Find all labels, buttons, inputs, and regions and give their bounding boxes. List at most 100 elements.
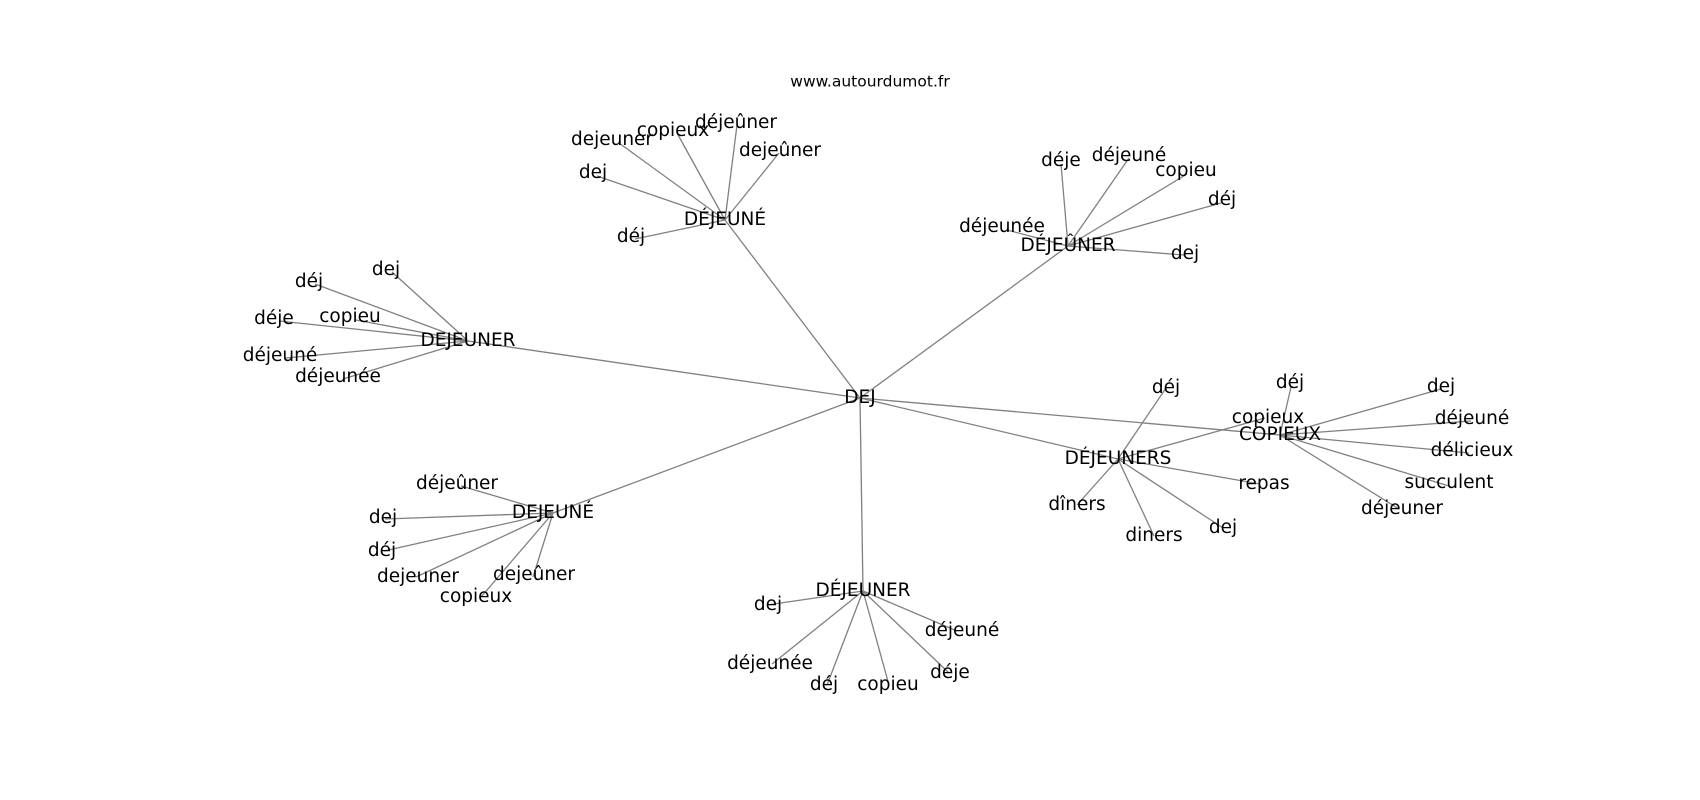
labels-layer: dejeunercopieuxdéjeûnerdejeûnerdejdéjdéj… (243, 112, 1514, 695)
hub-node-copieux-3[interactable]: COPIEUX (1239, 424, 1321, 445)
edge-dejeune-0-to-dej (634, 219, 726, 240)
leaf-node-dejeuner-1-dejeunee[interactable]: déjeunée (959, 216, 1045, 237)
edge-center-to-dejeuner-2 (467, 340, 861, 399)
leaf-node-dejeuner-1-deje[interactable]: déje (1041, 150, 1081, 171)
hub-node-dejeuners-4[interactable]: DÉJEUNERS (1065, 447, 1172, 469)
edge-dejeuner-2-to-dejeune (285, 340, 469, 359)
leaf-node-dejeuner-2-deje[interactable]: déje (254, 308, 294, 329)
leaf-node-dejeuner-6-dejeunee[interactable]: déjeunée (727, 653, 813, 674)
edge-center-to-dejeuner-1 (859, 245, 1069, 399)
edge-copieux-3-to-dejeuner (1279, 434, 1400, 510)
edge-center-to-dejeuners-4 (859, 397, 1119, 460)
leaf-node-dejeuner-2-dej[interactable]: déj (295, 271, 323, 292)
edge-dejeuner-2-to-copieu (355, 319, 469, 342)
edge-dejeuner-6-to-dej (766, 590, 864, 606)
leaf-node-dejeuners-4-dej[interactable]: dej (1209, 517, 1237, 538)
leaf-node-copieux-3-dejeuner[interactable]: déjeuner (1361, 498, 1443, 519)
leaf-node-dejeuner-2-dejeunee[interactable]: déjeunée (295, 366, 381, 387)
leaf-node-dejeuner-6-dej[interactable]: dej (754, 594, 782, 615)
hub-node-dejeuner-2[interactable]: DEJEUNER (420, 330, 515, 351)
leaf-node-dejeune-5-dejeuner[interactable]: déjeûner (416, 473, 498, 494)
leaf-node-dejeuner-6-copieu[interactable]: copieu (857, 674, 918, 695)
edge-center-to-dejeuner-6 (859, 397, 864, 592)
leaf-node-dejeuners-4-diners[interactable]: diners (1125, 525, 1182, 546)
leaf-node-copieux-3-succulent[interactable]: succulent (1405, 472, 1494, 493)
edge-dejeune-0-to-dej (596, 175, 726, 221)
edge-copieux-3-to-dej (1279, 388, 1442, 436)
leaf-node-copieux-3-dej[interactable]: déj (1276, 372, 1304, 393)
leaf-node-dejeuners-4-repas[interactable]: repas (1238, 473, 1289, 494)
edge-copieux-3-to-succulent (1279, 434, 1450, 487)
edge-dejeune-5-to-copieux (480, 512, 554, 598)
edge-dejeuner-1-to-dej (1067, 202, 1222, 247)
edge-dejeuner-2-to-dej (314, 283, 469, 342)
leaf-node-copieux-3-delicieux[interactable]: délicieux (1431, 440, 1514, 461)
leaf-node-copieux-3-dejeune[interactable]: déjeuné (1435, 408, 1509, 429)
edge-dejeuner-6-to-dejeunee (771, 590, 864, 665)
leaf-node-dejeune-5-dej[interactable]: déj (368, 540, 396, 561)
edge-dejeuner-2-to-deje (278, 320, 469, 342)
edge-dejeune-5-to-dejeuner (460, 485, 554, 514)
edge-center-to-copieux-3 (859, 397, 1281, 436)
leaf-node-dejeuner-6-dej[interactable]: déj (810, 674, 838, 695)
leaf-node-dejeuner-1-dejeune[interactable]: déjeuné (1092, 145, 1166, 166)
leaf-node-dejeune-5-copieux[interactable]: copieux (440, 586, 512, 607)
edge-dejeuners-4-to-repas (1117, 458, 1261, 485)
edge-copieux-3-to-dejeune (1279, 420, 1472, 436)
leaf-node-copieux-3-dej[interactable]: dej (1427, 376, 1455, 397)
edge-dejeuners-4-to-diners (1076, 458, 1119, 506)
leaf-node-dejeune-0-dej[interactable]: dej (579, 162, 607, 183)
edge-dejeuner-1-to-dejeunee (1006, 229, 1069, 247)
edge-dejeuners-4-to-diners (1117, 458, 1155, 537)
edge-dejeuner-6-to-dejeune (862, 590, 958, 632)
edge-dejeuner-6-to-dej (826, 590, 864, 686)
leaf-node-dejeune-0-dejeuner[interactable]: dejeuner (571, 129, 653, 150)
leaf-node-dejeuner-2-dej[interactable]: dej (372, 259, 400, 280)
edge-dejeune-0-to-dejeuner (724, 124, 738, 221)
site-title: www.autourdumot.fr (790, 73, 950, 91)
leaf-node-dejeuner-6-dejeune[interactable]: déjeuné (925, 620, 999, 641)
hub-node-dejeune-0[interactable]: DÉJEUNÉ (684, 208, 766, 230)
leaf-node-dejeuner-1-copieu[interactable]: copieu (1155, 160, 1216, 181)
leaf-node-dejeuner-1-dej[interactable]: dej (1171, 243, 1199, 264)
leaf-node-dejeune-0-copieux[interactable]: copieux (637, 120, 709, 141)
leaf-node-dejeuner-6-deje[interactable]: déje (930, 662, 970, 683)
leaf-node-dejeuners-4-dej[interactable]: déj (1152, 377, 1180, 398)
edge-dejeuner-2-to-dej (391, 271, 469, 342)
leaf-node-dejeune-0-dejeuner[interactable]: dejeûner (739, 140, 821, 161)
edge-center-to-dejeune-0 (724, 219, 861, 399)
edge-dejeuner-6-to-copieu (862, 590, 890, 686)
leaf-node-dejeune-5-dejeuner[interactable]: dejeûner (493, 564, 575, 585)
leaf-node-dejeune-5-dejeuner[interactable]: dejeuner (377, 566, 459, 587)
hub-node-dejeune-5[interactable]: DEJEUNÉ (512, 501, 594, 523)
leaf-node-dejeuner-1-dej[interactable]: déj (1208, 189, 1236, 210)
leaf-node-dejeune-0-dej[interactable]: déj (617, 226, 645, 247)
hub-node-dejeuner-1[interactable]: DÉJEÛNER (1020, 234, 1115, 256)
edge-dejeuners-4-to-dej (1117, 458, 1224, 529)
edge-dejeune-5-to-dej (383, 512, 554, 552)
edge-dejeune-0-to-dejeuner (618, 142, 726, 221)
edge-dejeuner-2-to-dejeunee (342, 340, 469, 380)
leaf-node-dejeuners-4-copieux[interactable]: copieux (1232, 407, 1304, 428)
edge-copieux-3-to-dej (1279, 386, 1292, 436)
hub-node-dejeuner-6[interactable]: DÉJEUNER (815, 579, 910, 601)
center-node[interactable]: DEJ (844, 387, 875, 408)
leaf-node-dejeuners-4-diners[interactable]: dîners (1048, 494, 1105, 515)
edges-layer (278, 124, 1472, 686)
edge-dejeune-0-to-copieux (676, 132, 726, 221)
edge-dejeuner-1-to-dej (1067, 245, 1185, 256)
edge-copieux-3-to-delicieux (1279, 434, 1470, 454)
leaf-node-dejeune-5-dej[interactable]: dej (369, 507, 397, 528)
leaf-node-dejeuner-2-copieu[interactable]: copieu (319, 306, 380, 327)
edge-dejeuner-1-to-dejeune (1067, 157, 1130, 247)
edge-center-to-dejeune-5 (552, 397, 861, 514)
edge-dejeune-5-to-dejeuner (415, 512, 554, 578)
edge-dejeune-0-to-dejeuner (724, 152, 780, 221)
edge-dejeuner-6-to-deje (862, 590, 950, 674)
leaf-node-dejeune-0-dejeuner[interactable]: déjeûner (695, 112, 777, 133)
edge-dejeuner-1-to-deje (1060, 163, 1069, 247)
leaf-node-dejeuner-2-dejeune[interactable]: déjeuné (243, 345, 317, 366)
edge-dejeune-5-to-dej (384, 512, 554, 520)
edge-dejeuner-1-to-copieu (1067, 173, 1188, 247)
